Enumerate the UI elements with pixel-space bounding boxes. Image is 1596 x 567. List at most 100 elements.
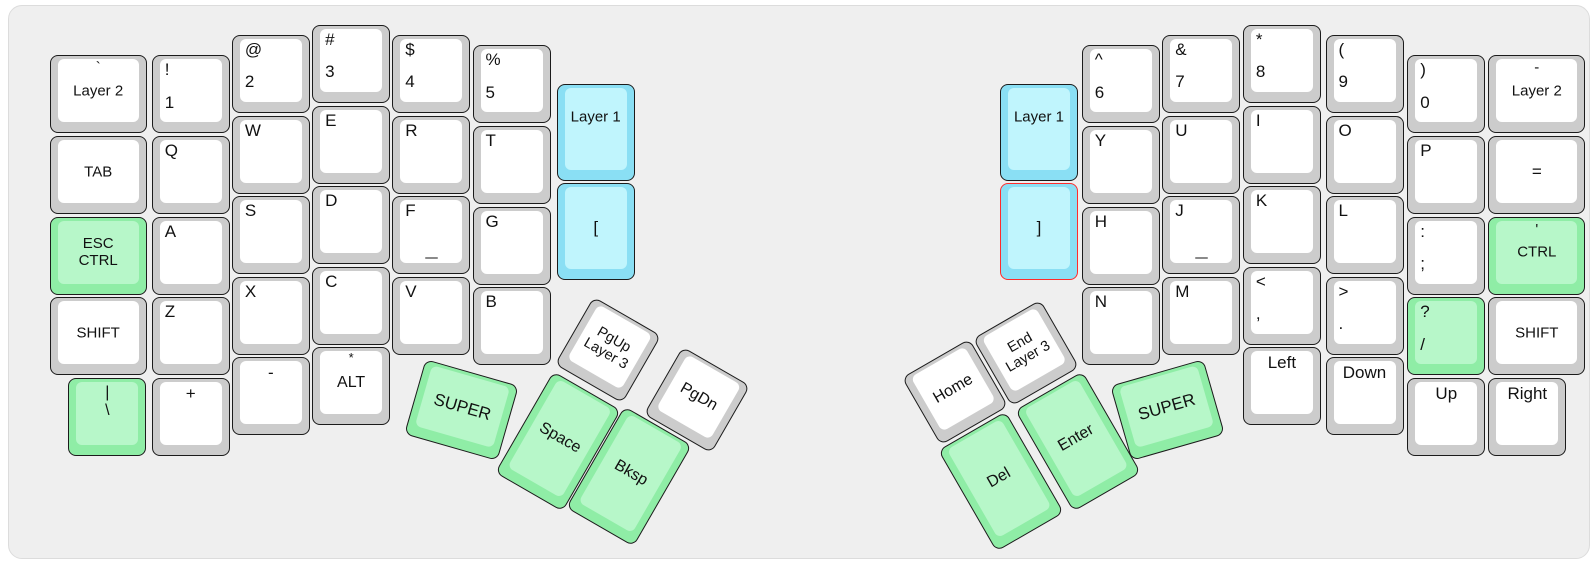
key-e-face: E <box>320 109 383 173</box>
key-left[interactable]: Left <box>1242 347 1321 426</box>
key-right-face: Right <box>1496 381 1559 445</box>
key-alt[interactable]: *ALT <box>312 347 391 426</box>
key-left-face: Left <box>1250 351 1313 415</box>
key-super-left[interactable]: SUPER <box>403 359 519 461</box>
key-p-face: P <box>1415 140 1478 203</box>
key-z[interactable]: Z <box>151 297 230 376</box>
key-s[interactable]: S <box>231 196 310 275</box>
key-3[interactable]: #3 <box>312 25 391 103</box>
key-lbracket[interactable]: [ <box>556 182 635 280</box>
key-q[interactable]: Q <box>151 136 230 214</box>
key-quote-ctrl[interactable]: 'CTRL <box>1488 216 1586 295</box>
key-5-label: % <box>485 50 501 70</box>
key-4-label: $ <box>405 40 415 59</box>
key-1[interactable]: !1 <box>151 55 230 134</box>
key-layer1-right-label: Layer 1 <box>1013 108 1065 126</box>
key-r-face: R <box>400 119 463 183</box>
key-layer1-right[interactable]: Layer 1 <box>1000 83 1078 181</box>
key-down[interactable]: Down <box>1325 357 1404 436</box>
key-slash-label: ? <box>1420 302 1430 322</box>
key-tab[interactable]: TAB <box>49 136 147 214</box>
key-minus-label: - <box>268 363 274 383</box>
key-slash[interactable]: ?/ <box>1407 297 1486 376</box>
key-shift-left-label: SHIFT <box>76 324 120 342</box>
key-m[interactable]: M <box>1162 276 1241 355</box>
key-2-face: @2 <box>239 39 302 102</box>
key-pgup-layer3-label: PgUp Layer 3 <box>580 323 634 373</box>
key-9-label: ( <box>1338 40 1345 59</box>
key-3-label: 3 <box>325 62 335 82</box>
key-8[interactable]: *8 <box>1242 25 1321 103</box>
key-up[interactable]: Up <box>1407 377 1486 456</box>
key-v[interactable]: V <box>392 276 471 355</box>
key-g-label: G <box>485 211 499 231</box>
key-2[interactable]: @2 <box>231 35 310 113</box>
key-alt-face: *ALT <box>320 350 383 415</box>
key-comma[interactable]: <, <box>1242 266 1321 345</box>
key-rbracket[interactable]: ] <box>1000 182 1078 280</box>
key-n[interactable]: N <box>1081 287 1160 366</box>
key-pipe-backslash[interactable]: | \ <box>68 377 147 456</box>
key-esc-ctrl[interactable]: ESC CTRL <box>49 216 147 295</box>
key-5-label: 5 <box>485 82 495 102</box>
key-a-label: A <box>164 221 177 241</box>
key-plus[interactable]: + <box>151 377 230 456</box>
key-period[interactable]: >. <box>1325 276 1404 355</box>
key-up-label: Up <box>1435 383 1458 403</box>
key-shift-left[interactable]: SHIFT <box>49 297 147 376</box>
key-semicolon[interactable]: :; <box>1407 216 1486 295</box>
key-7[interactable]: &7 <box>1162 35 1241 113</box>
key-a[interactable]: A <box>151 216 230 295</box>
key-d[interactable]: D <box>312 186 391 265</box>
key-g-face: G <box>480 210 543 274</box>
key-9-face: (9 <box>1333 39 1396 102</box>
key-y[interactable]: Y <box>1081 125 1160 204</box>
key-c[interactable]: C <box>312 266 391 345</box>
key-layer2-left-label: ` <box>95 59 101 77</box>
key-g[interactable]: G <box>472 206 551 285</box>
key-i-face: I <box>1250 109 1313 173</box>
key-r[interactable]: R <box>392 115 471 194</box>
key-x[interactable]: X <box>231 276 310 355</box>
key-5-face: %5 <box>480 49 543 113</box>
key-e[interactable]: E <box>312 105 391 184</box>
key-comma-label: < <box>1255 271 1266 291</box>
key-5[interactable]: %5 <box>472 45 551 124</box>
key-u[interactable]: U <box>1162 115 1241 194</box>
key-super-right[interactable]: SUPER <box>1109 359 1225 461</box>
key-6[interactable]: ^6 <box>1081 45 1160 124</box>
key-layer2-left-label: Layer 2 <box>73 82 124 100</box>
key-b[interactable]: B <box>472 287 551 366</box>
key-equals-face: = <box>1496 140 1578 203</box>
key-alt-label: * <box>348 350 354 366</box>
key-f[interactable]: F <box>392 196 471 275</box>
key-k[interactable]: K <box>1242 186 1321 265</box>
key-7-face: &7 <box>1170 39 1233 102</box>
key-4[interactable]: $4 <box>392 35 471 113</box>
key-slash-face: ?/ <box>1415 301 1478 365</box>
key-slash-label: / <box>1420 334 1426 354</box>
key-super-left-face: SUPER <box>414 365 510 449</box>
key-h[interactable]: H <box>1081 206 1160 285</box>
key-l[interactable]: L <box>1325 196 1404 275</box>
key-layer2-right[interactable]: -Layer 2 <box>1488 55 1586 134</box>
key-i[interactable]: I <box>1242 105 1321 184</box>
key-rbracket-face: ] <box>1008 186 1070 269</box>
key-o[interactable]: O <box>1325 115 1404 194</box>
key-w[interactable]: W <box>231 115 310 194</box>
key-lbracket-label: [ <box>593 217 599 237</box>
key-0[interactable]: )0 <box>1407 55 1486 134</box>
key-right[interactable]: Right <box>1488 377 1567 456</box>
key-minus[interactable]: - <box>231 357 310 436</box>
key-layer1-left[interactable]: Layer 1 <box>556 83 635 181</box>
key-layer2-left[interactable]: ` Layer 2 <box>49 55 147 134</box>
key-9[interactable]: (9 <box>1325 35 1404 113</box>
key-layer2-right-face: -Layer 2 <box>1496 59 1578 123</box>
key-p[interactable]: P <box>1407 136 1486 214</box>
key-shift-right[interactable]: SHIFT <box>1488 297 1586 376</box>
key-semicolon-face: :; <box>1415 220 1478 284</box>
key-equals[interactable]: = <box>1488 136 1586 214</box>
key-j[interactable]: J <box>1162 196 1241 275</box>
key-t[interactable]: T <box>472 125 551 204</box>
